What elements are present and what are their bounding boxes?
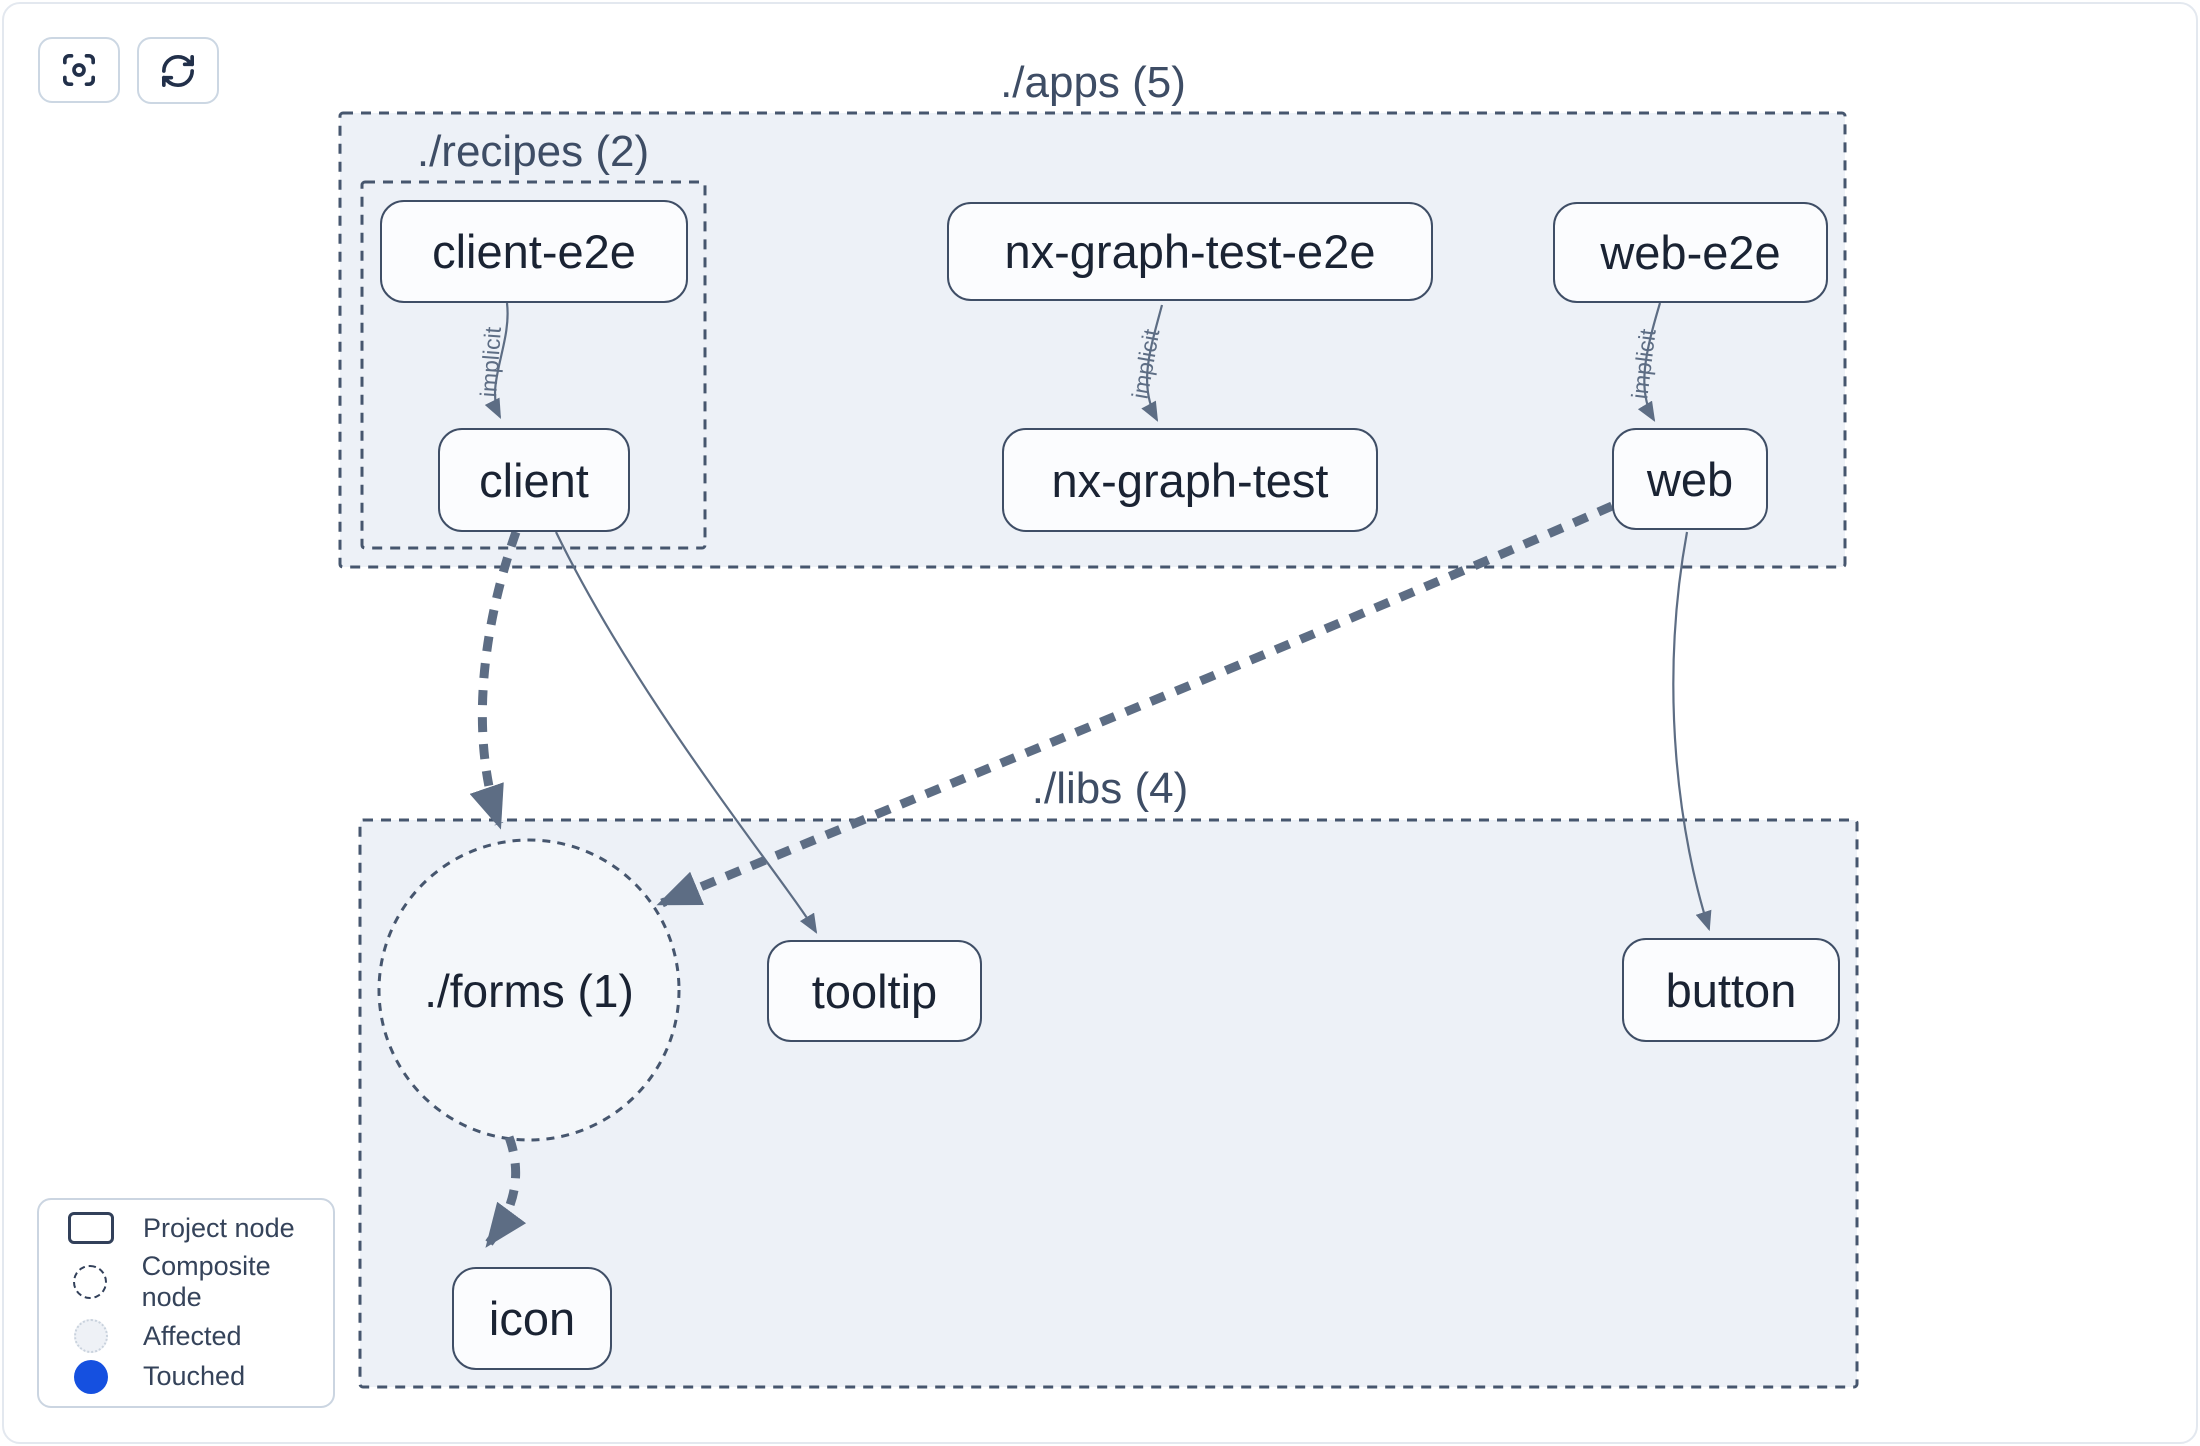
edge-client-e2e-to-client [484,302,509,419]
group-label-recipes: ./recipes (2) [416,127,650,176]
legend-item-composite-node: Composite node [39,1251,333,1313]
node-tooltip[interactable]: tooltip [767,940,982,1042]
node-web[interactable]: web [1612,428,1768,530]
composite-node-swatch [73,1264,108,1299]
center-graph-button[interactable] [38,37,120,103]
group-label-apps: ./apps (5) [1000,58,1186,107]
node-web-e2e[interactable]: web-e2e [1553,202,1828,303]
node-nx-graph-test[interactable]: nx-graph-test [1002,428,1378,532]
crosshair-focus-icon [59,50,99,90]
affected-swatch [74,1319,108,1354]
refresh-icon [158,51,198,91]
composite-node-forms[interactable] [377,838,681,1142]
touched-swatch [74,1359,108,1394]
edge-client-to-tooltip [555,531,818,934]
legend-label: Touched [143,1361,246,1392]
edge-web-to-button [1672,531,1712,932]
edge-web-e2e-to-web [1637,302,1662,422]
legend-item-touched: Touched [39,1359,333,1394]
legend-panel: Project node Composite node Affected Tou… [37,1198,335,1408]
node-client-e2e[interactable]: client-e2e [380,200,688,303]
refresh-graph-button[interactable] [137,37,219,104]
node-nx-graph-test-e2e[interactable]: nx-graph-test-e2e [947,202,1433,301]
project-node-swatch [68,1212,114,1245]
legend-label: Project node [143,1212,295,1243]
edge-forms-to-icon [485,1135,527,1248]
edge-web-to-forms [656,501,1614,908]
node-button[interactable]: button [1622,938,1840,1042]
legend-label: Composite node [141,1250,271,1312]
group-container-libs[interactable] [358,818,1859,1389]
group-container-apps[interactable] [338,111,1847,569]
node-client[interactable]: client [438,428,630,532]
edge-client-to-forms [469,530,521,830]
node-icon[interactable]: icon [452,1267,612,1370]
group-container-recipes[interactable] [360,180,707,550]
legend-item-affected: Affected [39,1319,333,1354]
edge-nx-graph-test-e2e-to-nx-graph-test [1141,304,1164,422]
legend-label: Affected [143,1320,242,1351]
group-label-libs: ./libs (4) [1031,764,1189,813]
legend-item-project-node: Project node [39,1212,333,1245]
